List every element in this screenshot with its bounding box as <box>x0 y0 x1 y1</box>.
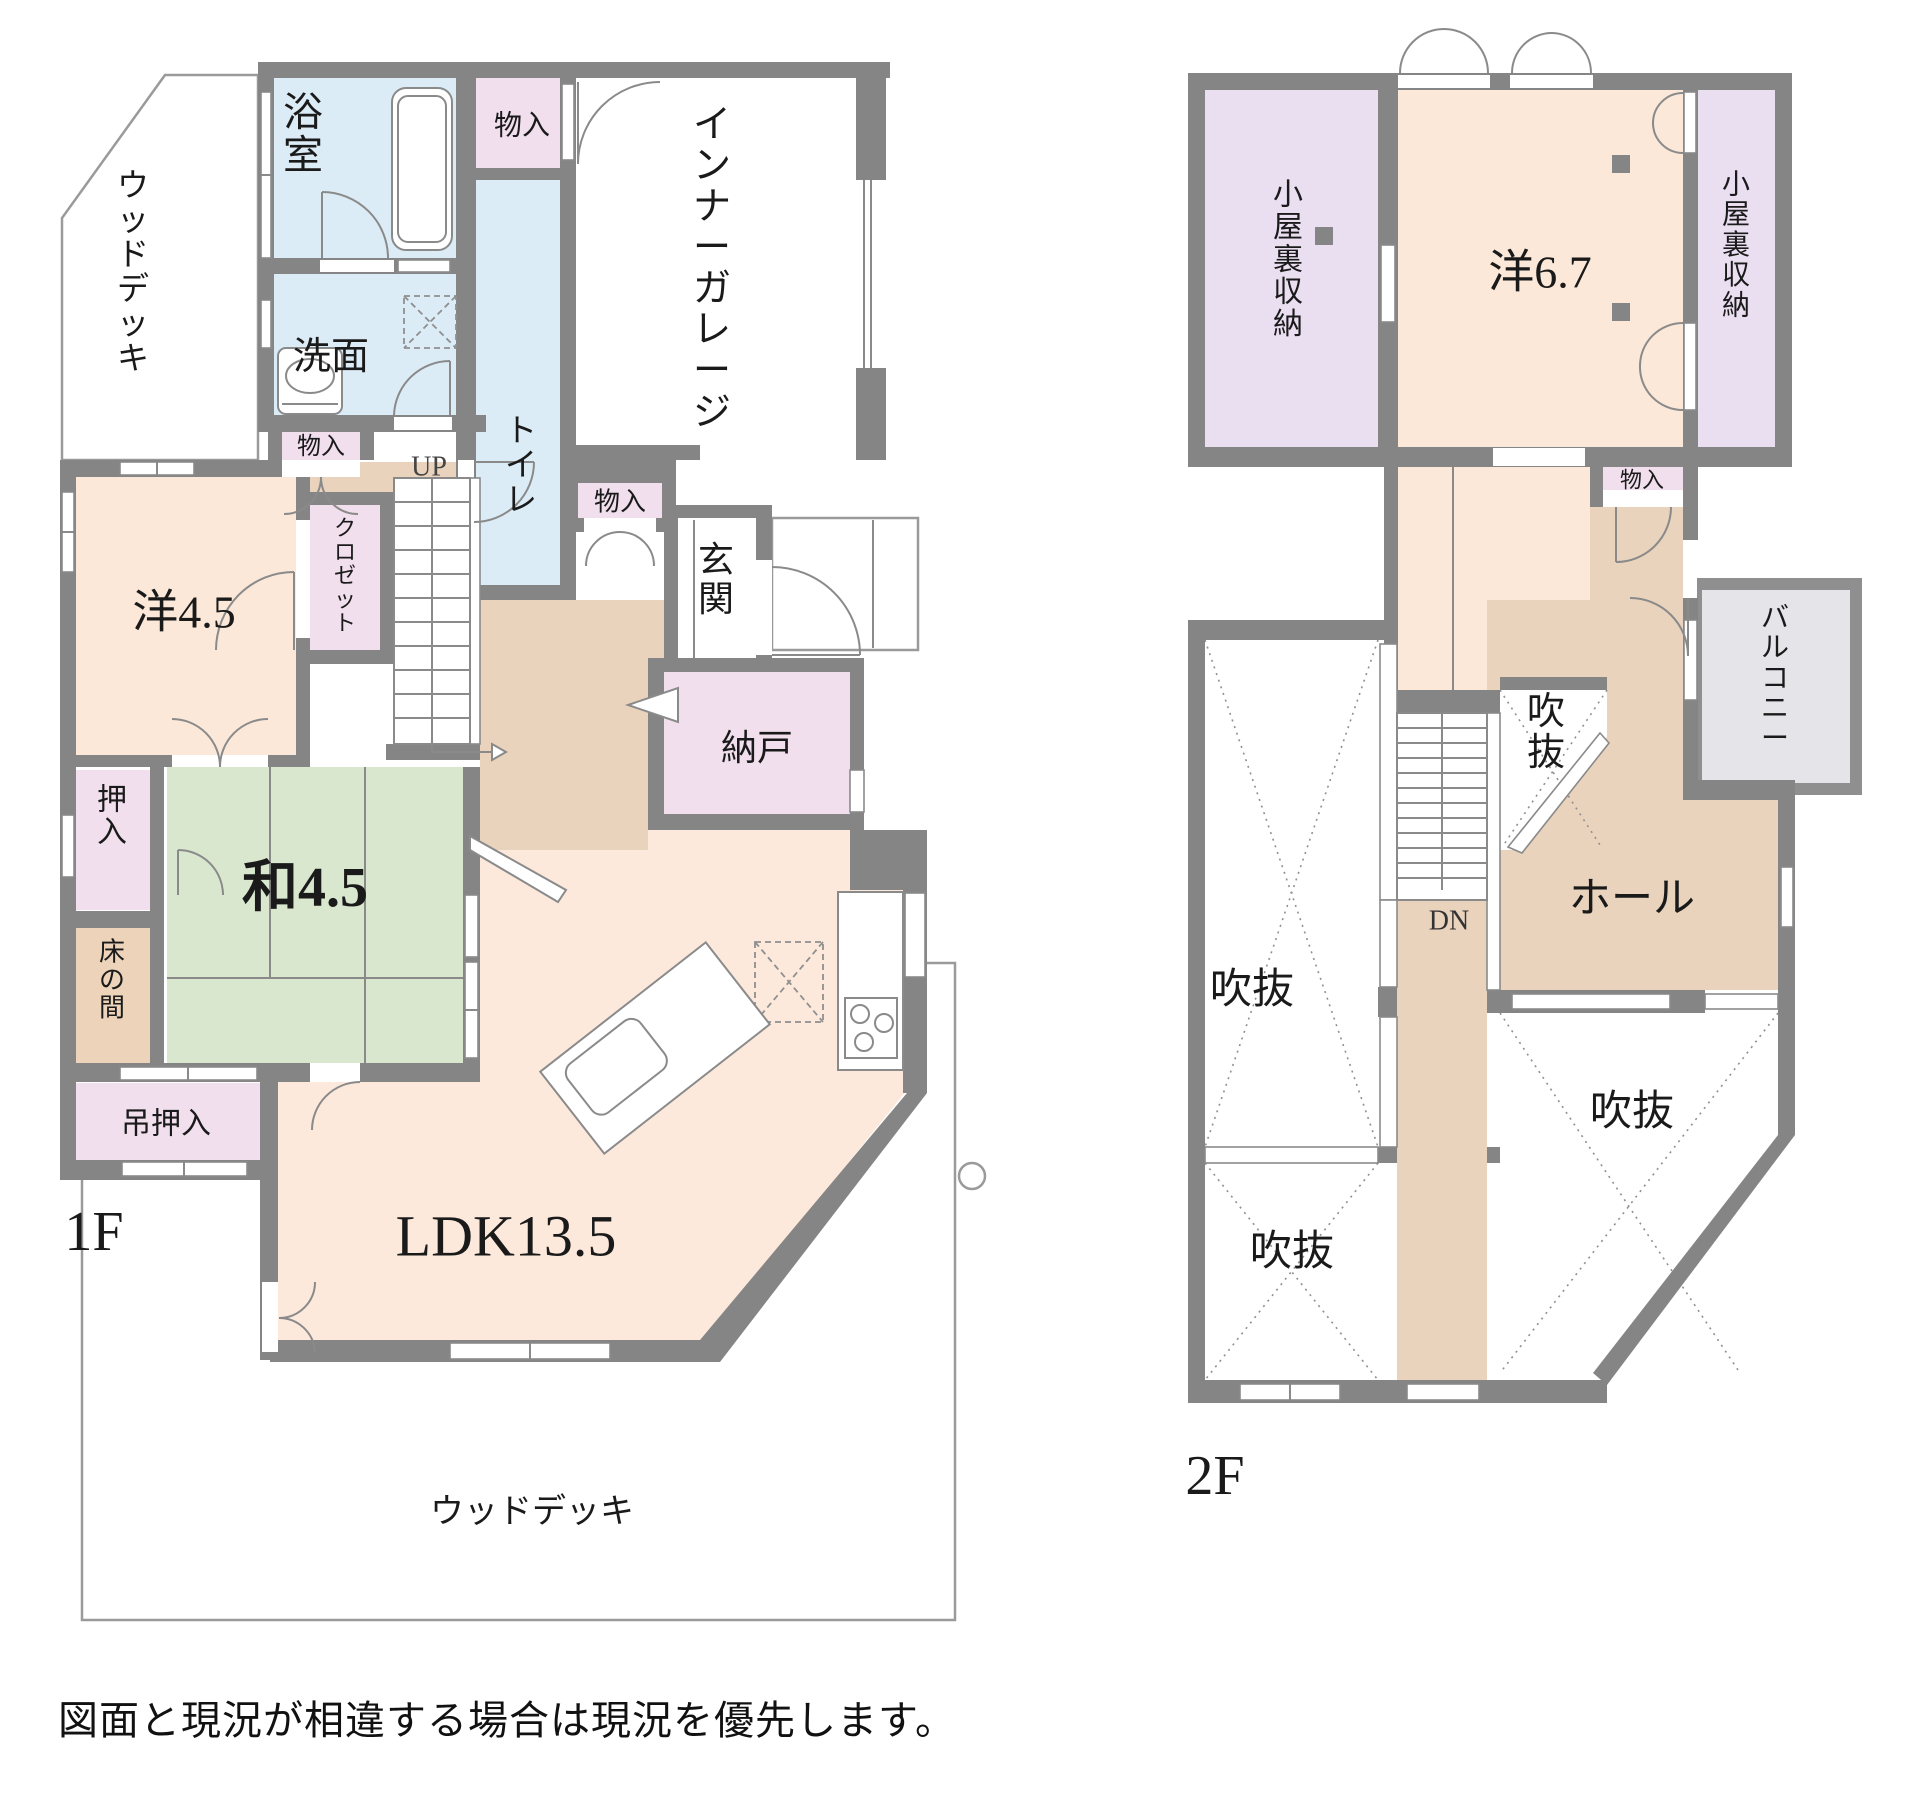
room-storage-3 <box>282 432 360 460</box>
hall-1f-b <box>472 600 664 672</box>
stair-cut-line <box>469 834 568 904</box>
room-label-inner-garage: インナーガレージ <box>693 104 731 433</box>
room-label-bathroom: 浴室 <box>283 90 323 178</box>
post-mark <box>1315 227 1333 245</box>
void-small <box>1500 690 1607 850</box>
room-label-japanese-4-5: 和4.5 <box>242 857 368 919</box>
wood-deck-upper <box>60 73 260 462</box>
floor-label-1f: 1F <box>64 1201 123 1263</box>
room-label-storage-2: 物入 <box>594 488 646 517</box>
post-mark <box>1612 155 1630 173</box>
hall-1f-c <box>480 672 648 850</box>
room-label-entrance: 玄関 <box>698 540 734 619</box>
bathtub <box>391 87 453 251</box>
room-attic-right <box>1698 90 1775 447</box>
room-entrance <box>678 518 756 660</box>
hall-2f-a <box>1590 507 1683 600</box>
floor-2f <box>1188 28 1862 1403</box>
room-label-washroom: 洗面 <box>293 336 369 378</box>
room-label-storeroom: 納戸 <box>721 728 793 768</box>
room-label-hall-2f: ホール <box>1569 876 1695 922</box>
room-label-wood-deck-lower: ウッドデッキ <box>430 1493 634 1531</box>
room-label-oshiire: 押入 <box>97 784 127 849</box>
garden-stone <box>957 1161 987 1191</box>
stairs-2f <box>1396 712 1488 901</box>
room-western-6-7 <box>1398 90 1683 447</box>
room-label-balcony: バルコニー <box>1761 603 1789 755</box>
room-storage-2 <box>578 483 662 518</box>
void-hatches <box>1204 639 1779 1381</box>
doors-2f <box>1399 28 1689 657</box>
post-mark <box>1612 303 1630 321</box>
room-label-storage-3: 物入 <box>297 433 345 460</box>
room-storage-2f <box>1603 467 1683 490</box>
room-label-storage-2f: 物入 <box>1620 468 1664 493</box>
hatch-washroom <box>403 295 457 349</box>
entrance-porch <box>770 516 920 652</box>
stove <box>844 997 898 1059</box>
room-label-storage-1: 物入 <box>494 110 550 142</box>
room-japanese-4-5 <box>167 767 463 1063</box>
void-label-small: 吹抜 <box>1527 691 1565 774</box>
room-oshiire <box>76 770 150 910</box>
void-label-bottom-right: 吹抜 <box>1590 1089 1674 1135</box>
sliding-door-marker <box>624 686 679 724</box>
stair-label-dn: DN <box>1429 906 1469 937</box>
room-label-western-6-7: 洋6.7 <box>1488 247 1592 298</box>
tatami-lines <box>167 767 463 1063</box>
room-label-attic-left: 小屋裏収納 <box>1273 179 1303 342</box>
floor-label-2f: 2F <box>1185 1445 1244 1507</box>
kitchen-counter <box>837 891 904 1071</box>
room-tsuri-oshiire <box>73 1083 260 1160</box>
kitchen-island <box>538 940 772 1156</box>
fixtures-1f <box>277 87 904 1156</box>
room-label-tokonoma: 床の間 <box>99 938 125 1023</box>
stair-label-up: UP <box>411 452 447 483</box>
floor-1f <box>60 62 987 1622</box>
stairs-1f <box>393 477 568 904</box>
openings-1f <box>61 83 926 1360</box>
hall-2f-d <box>1397 900 1487 1380</box>
room-toilet <box>476 180 560 585</box>
room-storage-1 <box>476 78 560 168</box>
label-layer: ウッドデッキ浴室洗面物入トイレインナーガレージ物入玄関納戸物入クロゼットUP洋4… <box>64 90 1789 1531</box>
wood-deck-lower <box>80 961 957 1622</box>
doors-1f <box>171 81 861 1353</box>
room-tokonoma <box>76 928 150 1067</box>
room-label-toilet: トイレ <box>505 412 537 517</box>
room-label-ldk: LDK13.5 <box>396 1204 617 1269</box>
void-label-left: 吹抜 <box>1210 967 1294 1013</box>
room-closet <box>310 505 380 650</box>
balcony <box>1690 578 1862 795</box>
room-attic-left <box>1205 90 1378 447</box>
room-label-closet: クロゼット <box>334 516 356 636</box>
room-label-tsuri-oshiire: 吊押入 <box>121 1108 211 1141</box>
openings-2f <box>1204 75 1794 1401</box>
room-label-western-4-5: 洋4.5 <box>132 587 236 638</box>
room-storeroom <box>664 672 850 814</box>
void-small-rail <box>1506 731 1611 854</box>
hatch-kitchen <box>754 941 824 1023</box>
void-label-bottom-left: 吹抜 <box>1250 1229 1334 1275</box>
room-western-4-5 <box>76 477 296 755</box>
disclaimer-text: 図面と現況が相違する場合は現況を優先します。 <box>58 1699 956 1743</box>
room-label-attic-right: 小屋裏収納 <box>1722 170 1750 322</box>
room-label-wood-deck-upper: ウッドデッキ <box>117 167 149 376</box>
